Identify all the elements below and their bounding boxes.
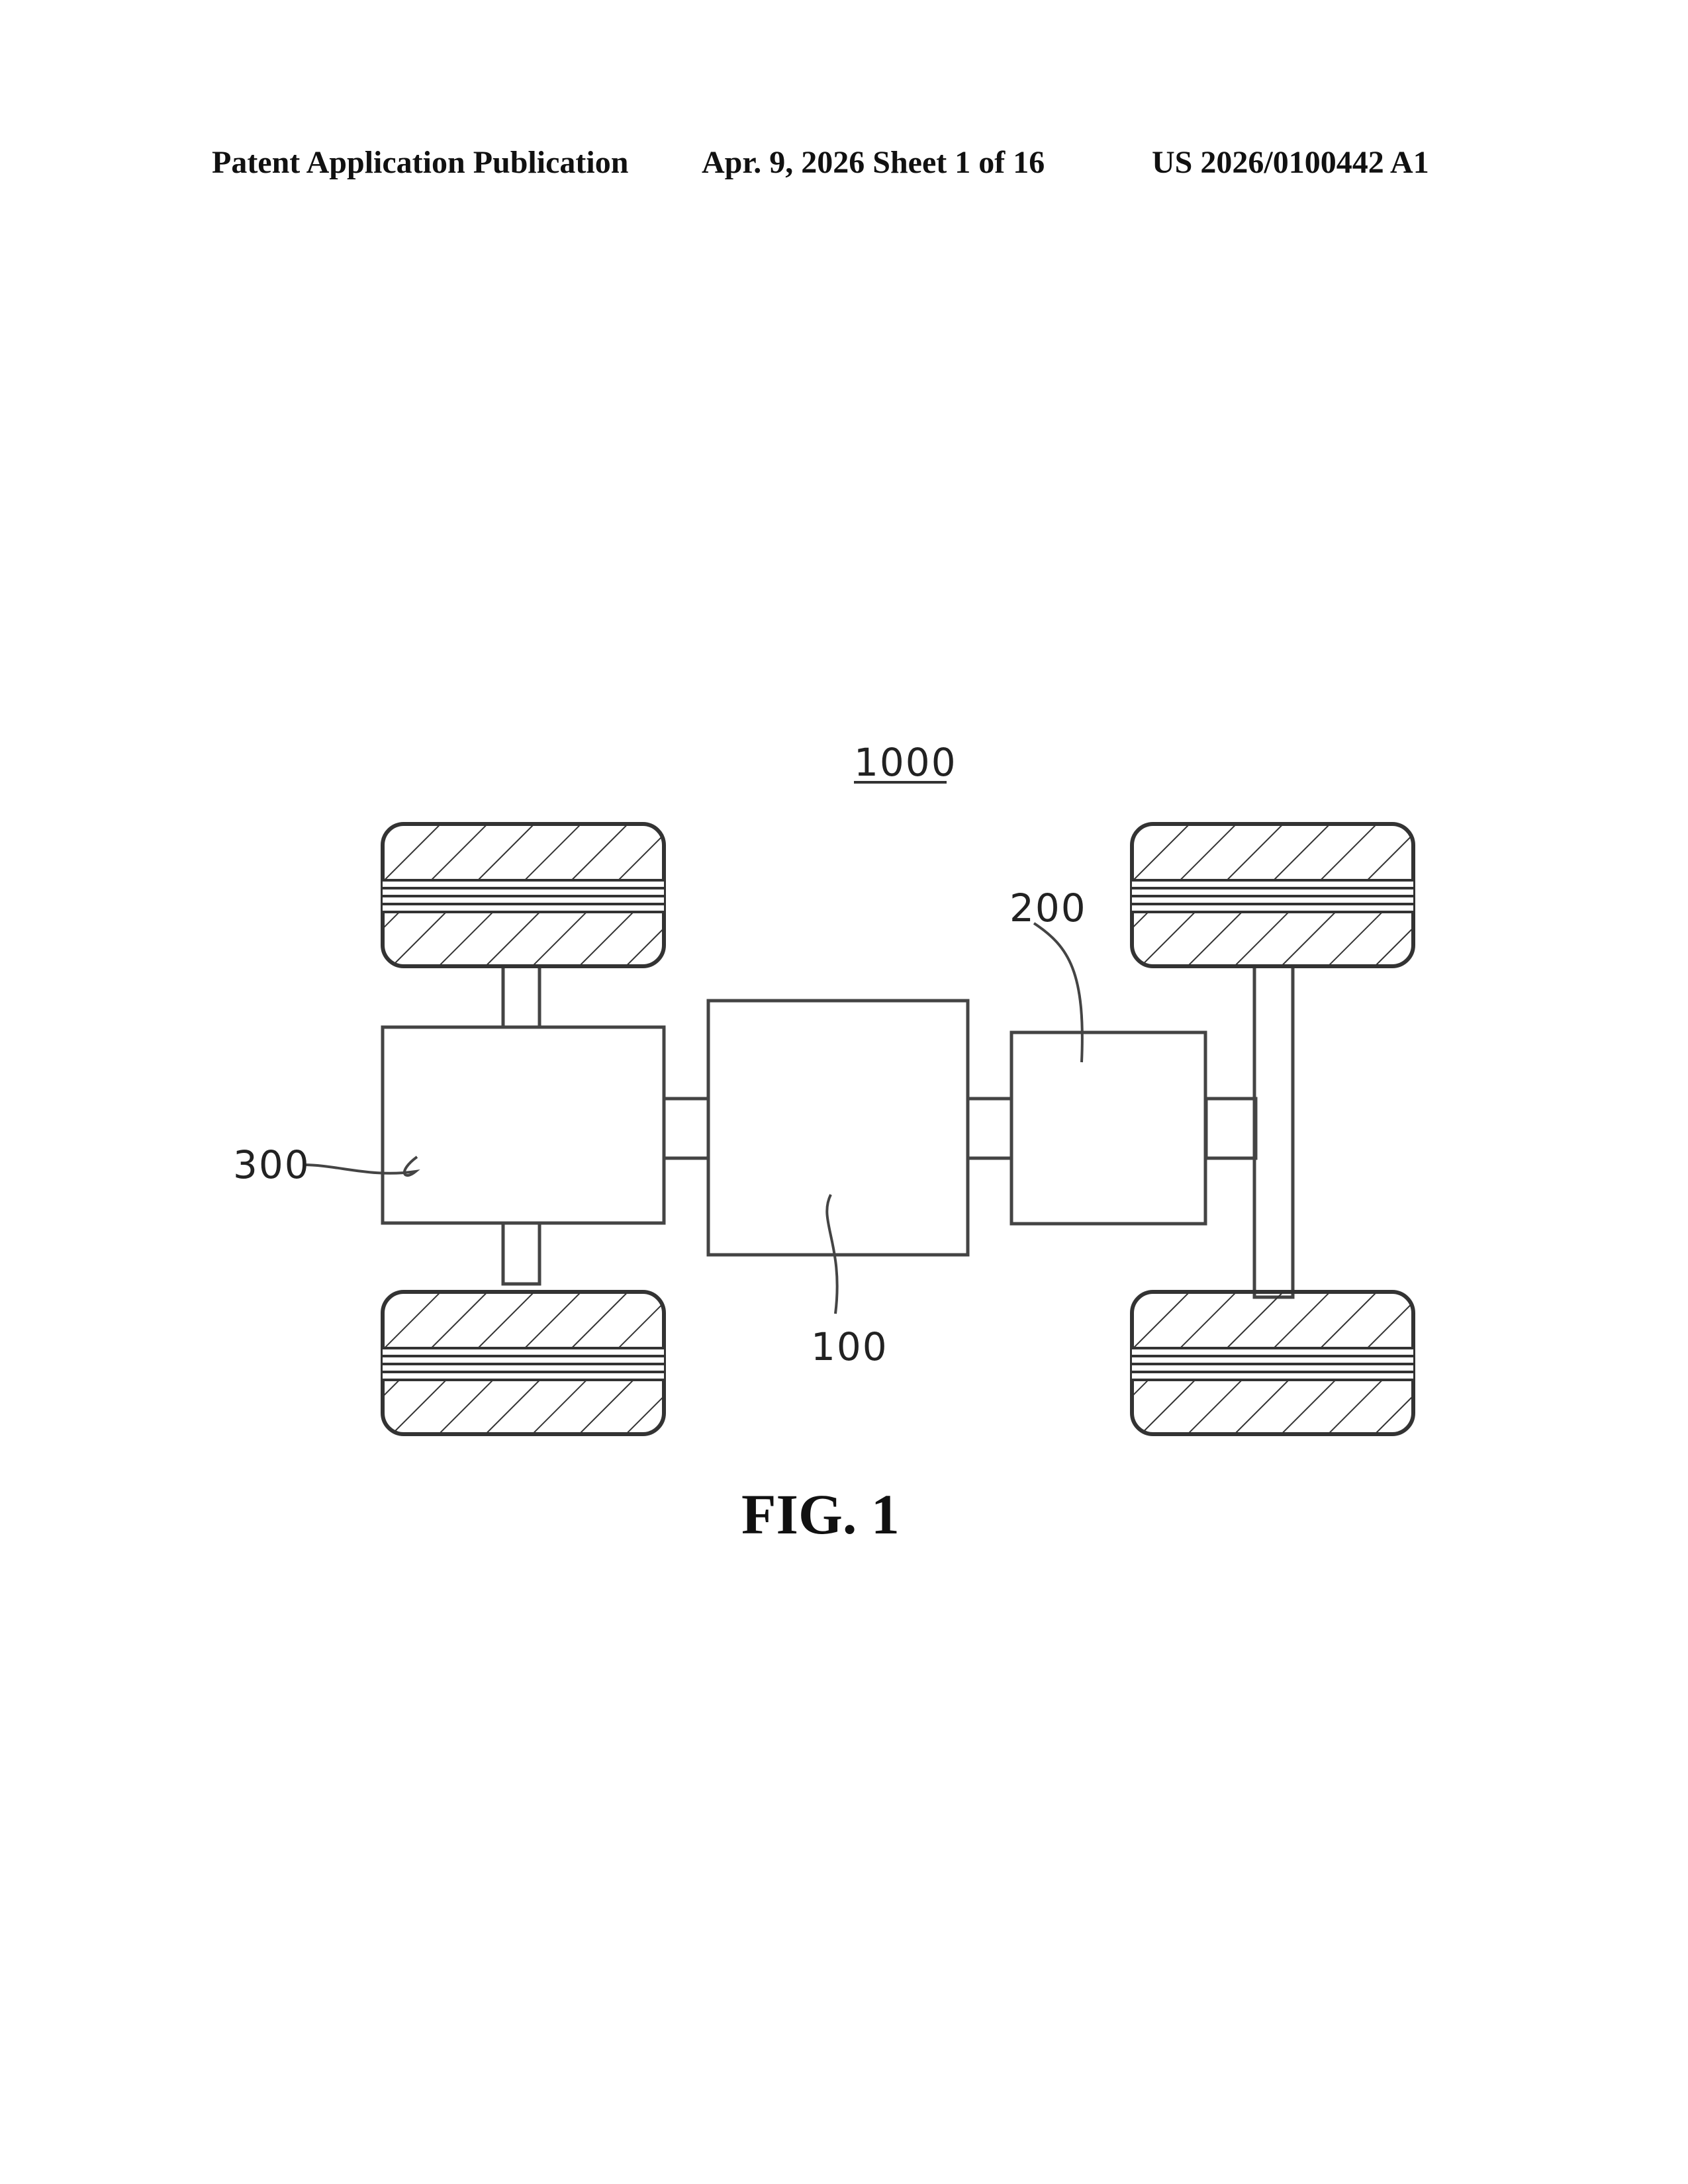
front-axle-upper <box>503 966 539 1027</box>
label-200: 200 <box>1009 886 1087 931</box>
label-1000: 1000 <box>854 740 957 785</box>
shaft-100-200 <box>966 1099 1013 1158</box>
wheel-rear-bottom <box>1132 1292 1413 1434</box>
front-axle-lower <box>503 1223 539 1284</box>
wheel-front-bottom <box>383 1292 664 1434</box>
unit-200-box <box>1011 1032 1205 1224</box>
unit-300-box <box>383 1027 664 1223</box>
label-100: 100 <box>811 1324 888 1369</box>
wheel-rear-top <box>1132 824 1413 966</box>
label-300: 300 <box>233 1142 310 1187</box>
rear-axle <box>1254 966 1293 1297</box>
figure-caption: FIG. 1 <box>741 1486 900 1543</box>
shaft-200-axle <box>1206 1099 1256 1158</box>
shaft-300-100 <box>662 1099 710 1158</box>
unit-100-box <box>708 1001 968 1255</box>
wheel-front-top <box>383 824 664 966</box>
